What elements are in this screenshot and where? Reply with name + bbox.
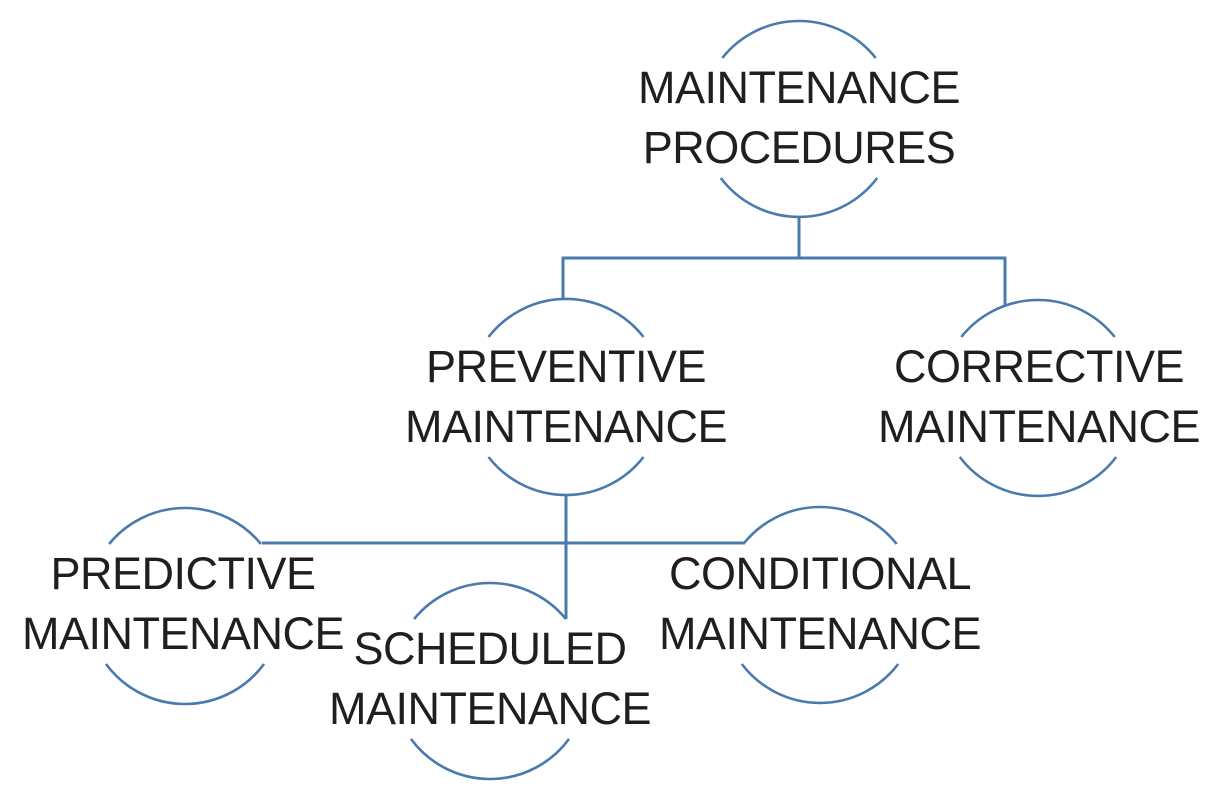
node-predictive-maintenance: PREDICTIVE MAINTENANCE [0,544,373,664]
maintenance-procedures-circle-top-arc [721,19,877,59]
node-label-line: CONDITIONAL [668,548,972,599]
preventive-circle-top-arc [487,297,645,338]
maintenance-procedures-circle-bottom-arc [719,177,879,219]
conditional-circle-top-arc [742,505,898,545]
corrective-circle-bottom-arc [958,456,1118,498]
node-maintenance-procedures: MAINTENANCE PROCEDURES [609,58,989,178]
node-label-line: MAINTENANCE [877,401,1201,452]
node-corrective-maintenance: CORRECTIVE MAINTENANCE [849,337,1220,457]
node-label-line: MAINTENANCE [328,683,652,734]
node-scheduled-maintenance: SCHEDULED MAINTENANCE [300,619,680,739]
node-label-line: SCHEDULED [353,623,627,674]
scheduled-circle-top-arc [413,581,567,620]
preventive-circle-bottom-arc [487,456,645,497]
corrective-circle-top-arc [960,298,1116,338]
node-label-line: PROCEDURES [642,122,956,173]
predictive-circle-top-arc [108,506,262,545]
scheduled-circle-bottom-arc [409,738,571,781]
node-label-line: MAINTENANCE [21,608,345,659]
node-preventive-maintenance: PREVENTIVE MAINTENANCE [376,337,756,457]
conditional-circle-bottom-arc [740,663,900,705]
node-label-line: PREDICTIVE [50,548,316,599]
node-label-line: MAINTENANCE [404,401,728,452]
node-label-line: PREVENTIVE [425,341,707,392]
node-label-line: CORRECTIVE [893,341,1185,392]
node-label-line: MAINTENANCE [658,608,982,659]
connector-level2-bracket [561,256,1007,306]
node-label-line: MAINTENANCE [637,62,961,113]
predictive-circle-bottom-arc [104,663,266,706]
node-conditional-maintenance: CONDITIONAL MAINTENANCE [630,544,1010,664]
